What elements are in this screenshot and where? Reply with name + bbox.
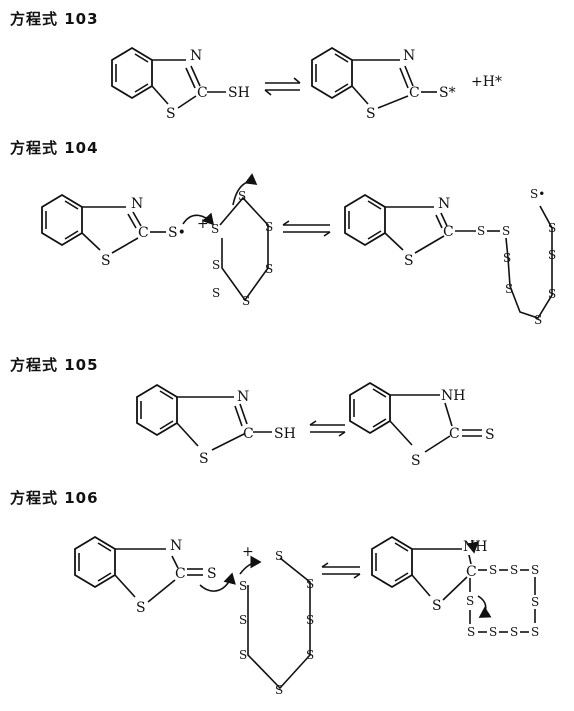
mbt-adduct-structure: NH C S S S S S S S S S S — [371, 535, 539, 639]
equilibrium-arrow — [264, 77, 301, 96]
atom-n: N — [237, 389, 249, 405]
equation-label-104: 方程式 104 — [10, 139, 99, 157]
loop-s-atom: S — [510, 625, 518, 639]
atom-s: S — [366, 106, 376, 122]
mbt-thiol-structure: N C S SH — [136, 383, 296, 467]
equation-103: N C S SH N C S S* +H* — [111, 46, 502, 122]
atom-nh: NH — [463, 539, 487, 555]
atom-s: S — [411, 453, 421, 469]
equilibrium-arrow — [309, 420, 346, 437]
atom-c: C — [243, 426, 254, 442]
chain-s-atom: S — [503, 251, 511, 265]
atom-c: C — [443, 224, 454, 240]
ring-s-atom: S — [265, 220, 273, 234]
ring-s-atom: S — [212, 286, 220, 300]
atom-s: S — [199, 451, 209, 467]
mbt-radical-structure: N C S S• + — [41, 193, 209, 269]
loop-s-atom: S — [467, 625, 475, 639]
ring-s-atom: S — [239, 613, 247, 627]
atom-nh: NH — [441, 388, 465, 404]
loop-s-atom: S — [489, 563, 497, 577]
atom-c: C — [466, 564, 477, 580]
atom-c: C — [449, 426, 460, 442]
ring-s-atom: S — [211, 222, 219, 236]
ring-s-atom: S — [275, 549, 283, 563]
atom-s: S — [136, 600, 146, 616]
equation-104: N C S S• + S S S S S S S — [41, 173, 556, 327]
atom-s: S — [404, 253, 414, 269]
chain-s-atom: S — [505, 282, 513, 296]
s8-ring: S S S S S S S — [182, 173, 273, 308]
atom-n: N — [190, 48, 202, 64]
loop-s-atom: S — [489, 625, 497, 639]
atom-c: C — [138, 225, 149, 241]
mbt-thione-structure: NH C S S — [349, 381, 495, 469]
atom-sh: SH — [228, 85, 250, 101]
loop-s-atom: S — [531, 563, 539, 577]
atom-c: C — [197, 85, 208, 101]
atom-thione-s: S — [207, 566, 217, 582]
ring-s-atom: S — [306, 577, 314, 591]
atom-c: C — [175, 566, 186, 582]
chain-s-atom: S — [477, 224, 485, 238]
atom-s-radical: S* — [439, 85, 456, 101]
mbt-thione-form-structure: N C S S — [74, 535, 262, 616]
chain-s-atom: S — [548, 287, 556, 301]
atom-thione-s: S — [485, 427, 495, 443]
atom-sh: SH — [274, 426, 296, 442]
atom-n: N — [170, 538, 182, 554]
chain-s-atom: S — [548, 248, 556, 262]
ring-s-atom: S — [265, 262, 273, 276]
ring-s-atom: S — [275, 683, 283, 697]
atom-s: S — [101, 253, 111, 269]
equation-105: N C S SH NH C S S — [136, 381, 495, 469]
atom-s: S — [432, 598, 442, 614]
ring-s-atom: S — [306, 648, 314, 662]
atom-n: N — [403, 48, 415, 64]
plus-sign: + — [242, 544, 254, 560]
ring-s-atom: S — [242, 294, 250, 308]
loop-s-atom: S — [510, 563, 518, 577]
ring-s-atom: S — [306, 613, 314, 627]
atom-n: N — [438, 196, 450, 212]
atom-n: N — [131, 196, 143, 212]
ring-s-atom: S — [239, 648, 247, 662]
ring-s-atom: S — [238, 189, 246, 203]
equation-106: N C S S + S S S S S S S S — [74, 535, 539, 697]
equation-label-106: 方程式 106 — [10, 489, 99, 507]
mbt-polysulfide-structure: N C S S S S S S S S S S• — [344, 187, 556, 327]
equilibrium-arrow — [321, 562, 361, 579]
ring-s-atom: S — [212, 258, 220, 272]
chain-s-atom: S — [534, 313, 542, 327]
chain-s-radical: S• — [530, 187, 545, 201]
equation-label-103: 方程式 103 — [10, 10, 99, 28]
s8-ring: S S S S S S S S — [239, 549, 314, 697]
equilibrium-arrow — [282, 220, 331, 237]
loop-s-atom: S — [531, 595, 539, 609]
atom-s-radical: S• — [168, 225, 186, 241]
equation-label-105: 方程式 105 — [10, 356, 99, 374]
mbt-thiol-structure: N C S SH — [111, 46, 250, 122]
atom-c: C — [409, 85, 420, 101]
mbt-radical-structure: N C S S* +H* — [311, 46, 502, 122]
loop-s-atom: S — [531, 625, 539, 639]
hydrogen-radical: +H* — [471, 74, 502, 90]
ring-s-atom: S — [239, 579, 247, 593]
chain-s-atom: S — [502, 224, 510, 238]
chain-s-atom: S — [548, 221, 556, 235]
loop-s-atom: S — [466, 594, 474, 608]
atom-s: S — [166, 106, 176, 122]
